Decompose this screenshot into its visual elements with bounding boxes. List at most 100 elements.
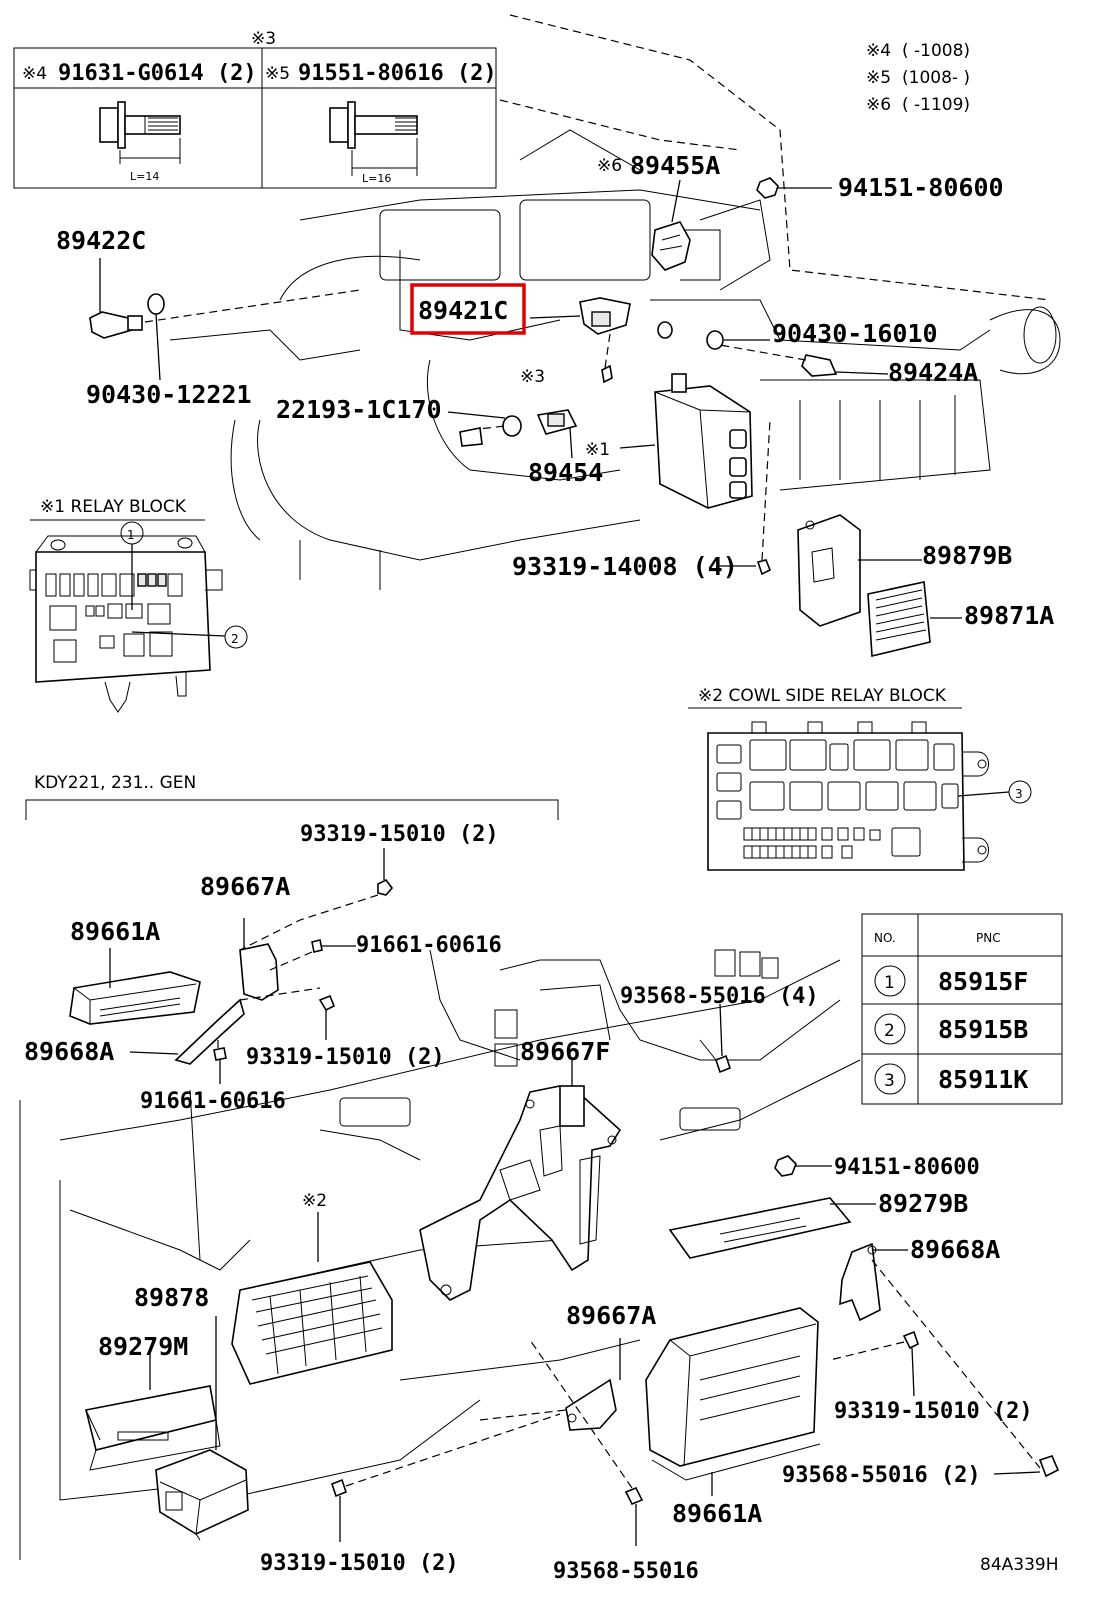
relay-block-detail: ※1 RELAY BLOCK [29,497,248,713]
legend-no-3: 3 [884,1071,895,1091]
model-bracket [25,799,559,820]
relay-89878[interactable] [155,1316,249,1535]
marker-2: ※2 [302,1191,327,1211]
label-89421C[interactable]: 89421C [418,296,508,325]
label-89661A-top[interactable]: 89661A [70,917,160,946]
sensor-89421C[interactable] [529,297,631,384]
label-89871A[interactable]: 89871A [964,601,1054,630]
sensor-89455A[interactable] [651,179,691,271]
note-range-6: ( -1109) [902,95,970,115]
cowl-block-title: ※2 COWL SIDE RELAY BLOCK [698,686,947,706]
highlight-box-89421C [410,283,526,335]
legend-pnc-85911K[interactable]: 85911K [938,1065,1028,1094]
sensor-89454[interactable] [447,409,578,459]
module-89871A[interactable] [867,581,962,658]
label-93319-15010-a[interactable]: 93319-15010 (2) [300,822,499,847]
cover-89279B[interactable] [668,1197,876,1259]
label-90430-12221[interactable]: 90430-12221 [86,380,252,409]
relay-fuse-grid [45,573,183,663]
label-89667F[interactable]: 89667F [520,1037,610,1066]
fastener-part-91631: 91631-G0614 (2) [58,61,257,86]
bolt-91661-60616-b[interactable] [213,1047,227,1084]
label-94151-80600-bot[interactable]: 94151-80600 [834,1155,980,1180]
legend-no-2: 2 [884,1021,895,1041]
label-89879B[interactable]: 89879B [922,541,1012,570]
note-range-4: ( -1008) [902,41,970,61]
label-93319-15010-d[interactable]: 93319-15010 (2) [260,1551,459,1576]
production-notes: ※4 ( -1008) ※5 (1008- ) ※6 ( -1109) [866,41,970,115]
bracket-89667A-top[interactable] [239,918,279,1001]
note-ref-4: ※4 [866,41,891,61]
label-93319-15010-c[interactable]: 93319-15010 (2) [834,1399,1033,1424]
cover-89279M[interactable] [85,1350,221,1471]
marker-1: ※1 [585,440,610,460]
label-93568-55016[interactable]: 93568-55016 [553,1559,699,1584]
bolt-93319-15010-d[interactable] [331,1413,561,1542]
bolt-93319-14008[interactable] [718,419,772,576]
bolt-93319-15010-b[interactable] [318,994,336,1040]
fastener-dim-16: L=16 [362,172,391,185]
bracket-89667A-bot[interactable] [479,1338,621,1431]
bracket-89668A-right[interactable] [839,1242,1041,1469]
bolt-93319-15010-a[interactable] [239,848,394,951]
label-89668A-right[interactable]: 89668A [910,1235,1000,1264]
relay-block-module[interactable] [654,373,753,509]
legend-header-pnc: PNC [976,931,1001,945]
ecu-89661A-top[interactable] [69,948,201,1025]
washer-90430-16010[interactable] [657,321,770,350]
fastener-ref-5: ※5 [265,64,290,84]
sensor-89424A[interactable] [719,344,889,377]
marker-6: ※6 [597,156,622,176]
label-91661-60616-b[interactable]: 91661-60616 [140,1089,286,1114]
label-91661-60616-a[interactable]: 91661-60616 [356,933,502,958]
model-note: KDY221, 231.. GEN [34,773,196,793]
label-89455A[interactable]: 89455A [630,151,720,180]
fastener-table: ※3 ※4 91631-G0614 (2) ※5 91551-80616 (2)… [13,29,497,189]
cowl-relay-block[interactable] [231,1261,393,1385]
fastener-part-91551: 91551-80616 (2) [298,61,497,86]
label-90430-16010[interactable]: 90430-16010 [772,319,938,348]
legend-pnc-85915B[interactable]: 85915B [938,1015,1028,1044]
callout-1-num: 1 [127,528,135,542]
label-94151-80600-top[interactable]: 94151-80600 [838,173,1004,202]
fastener-ref-4: ※4 [22,64,47,84]
screw-93568-55016-2[interactable] [993,1455,1060,1478]
nut-94151-80600-bot[interactable] [774,1155,832,1177]
ecu-89661A-bot[interactable] [645,1307,821,1496]
callout-2-circle [224,625,248,649]
legend-pnc-85915F[interactable]: 85915F [938,967,1028,996]
bracket-89667F[interactable] [419,1058,622,1301]
label-93319-15010-b[interactable]: 93319-15010 (2) [246,1045,445,1070]
callout-2-num: 2 [231,632,239,646]
label-89454[interactable]: 89454 [528,458,603,487]
label-89667A-top[interactable]: 89667A [200,872,290,901]
label-89668A-left[interactable]: 89668A [24,1037,114,1066]
label-89279M[interactable]: 89279M [98,1332,188,1361]
drawing-code: 84A339H [980,1555,1059,1575]
screw-93568-55016[interactable] [529,1339,644,1546]
label-89422C[interactable]: 89422C [56,226,146,255]
label-89279B[interactable]: 89279B [878,1189,968,1218]
label-93568-55016-4[interactable]: 93568-55016 (4) [620,984,819,1009]
label-22193-1C170[interactable]: 22193-1C170 [276,395,442,424]
flange-bolt-icon: L=14 [99,101,181,183]
engine-bay-sketch [169,14,1061,590]
label-93319-14008[interactable]: 93319-14008 (4) [512,552,738,581]
callout-3-num: 3 [1015,787,1023,801]
nut-94151-80600-top[interactable] [756,177,832,199]
marker-3: ※3 [520,367,545,387]
screw-93568-55016-4[interactable] [699,1003,731,1074]
label-89424A[interactable]: 89424A [888,358,978,387]
note-ref-5: ※5 [866,68,891,88]
bracket-89879B[interactable] [797,514,922,627]
pnc-legend-table: NO. PNC 1 85915F 2 85915B 3 85911K [861,913,1063,1105]
label-93568-55016-2[interactable]: 93568-55016 (2) [782,1463,981,1488]
bolt-91661-60616-a[interactable] [269,939,356,971]
label-89661A-bot[interactable]: 89661A [672,1499,762,1528]
label-89878[interactable]: 89878 [134,1283,209,1312]
flange-bolt-icon: L=16 [329,101,418,185]
bolt-93319-15010-c[interactable] [829,1330,919,1397]
label-89667A-bot[interactable]: 89667A [566,1301,656,1330]
sensor-89422C[interactable] [89,258,361,381]
